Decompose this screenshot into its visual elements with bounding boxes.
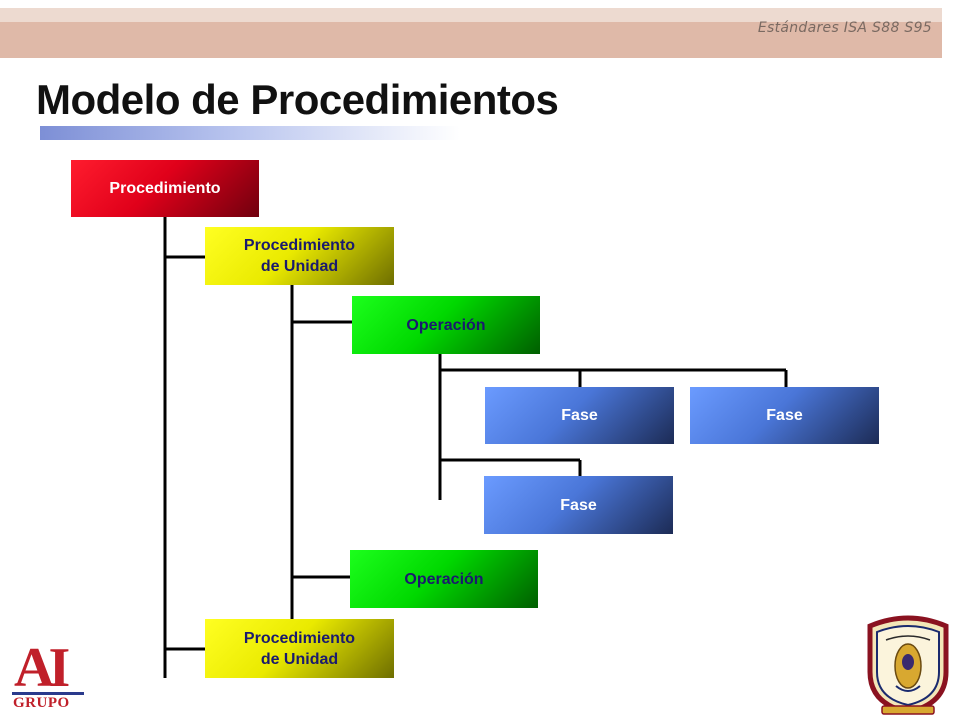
header-band-inner (0, 22, 942, 58)
phase-node-2: Fase (690, 387, 879, 444)
operation-node-2: Operación (350, 550, 538, 608)
phase-node-3: Fase (484, 476, 673, 534)
unit-procedure-node-2: Procedimiento de Unidad (205, 619, 394, 678)
phase-node-1: Fase (485, 387, 674, 444)
procedure-node: Procedimiento (71, 160, 259, 217)
page-title: Modelo de Procedimientos (36, 76, 559, 123)
unit-procedure-1-line2: de Unidad (260, 258, 339, 275)
unit-procedure-2-line1: Procedimiento (243, 629, 356, 647)
unit-procedure-2-line2: de Unidad (260, 650, 339, 668)
logo-rule (12, 692, 84, 695)
title-underline (40, 126, 460, 140)
standards-label: Estándares ISA S88 S95 (757, 20, 932, 36)
logo-word: GRUPO (13, 695, 70, 711)
operation-node-1: Operación (352, 296, 540, 354)
unit-procedure-1-line1: Procedimiento (243, 237, 356, 254)
logo-letters: AI (14, 637, 70, 699)
unit-procedure-node-1: Procedimiento de Unidad (205, 227, 394, 285)
grupo-ai-logo: AI GRUPO (10, 640, 90, 712)
header-band (0, 8, 942, 58)
university-seal-icon (867, 615, 949, 715)
